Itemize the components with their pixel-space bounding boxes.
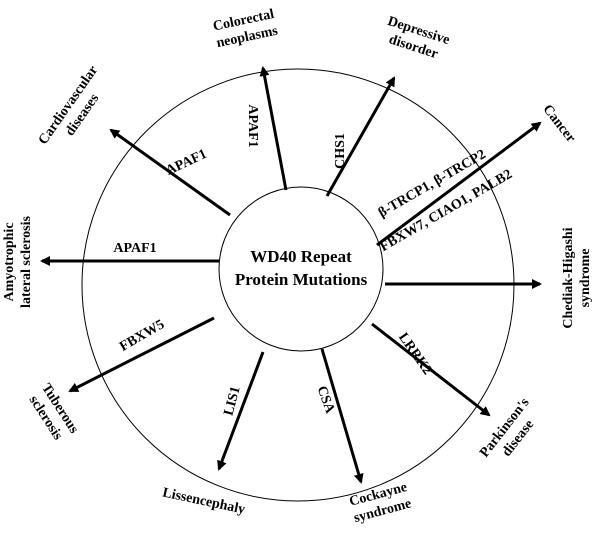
center-title-line2: Protein Mutations (235, 270, 368, 289)
disease-colorectal: Colorectal neoplasms (212, 7, 280, 51)
gene-label-colorectal: APAF1 (245, 104, 260, 147)
disease-depressive: Depressive disorder (386, 14, 452, 62)
arrow-colorectal (259, 66, 288, 191)
disease-amyotrophic-line2: lateral sclerosis (19, 216, 34, 308)
disease-amyotrophic-line1: Amyotrophic (2, 222, 17, 301)
arrow-lissencephaly (217, 351, 265, 471)
gene-label-cardiovascular: APAF1 (164, 147, 210, 179)
disease-amyotrophic: Amyotrophic lateral sclerosis (2, 216, 34, 308)
disease-chediak-line1: Chediak-Higashi (561, 227, 576, 328)
gene-label-parkinsons: LRRK2 (395, 330, 435, 377)
gene-label-amyotrophic: APAF1 (113, 241, 156, 256)
center-title-line1: WD40 Repeat (250, 247, 352, 266)
arrow-depressive (325, 76, 396, 197)
gene-label-tuberous: FBXW5 (117, 317, 167, 354)
disease-lissencephaly-line1: Lissencephaly (161, 486, 246, 518)
disease-cockayne: Cockayne syndrome (348, 480, 413, 526)
arrow-tuberous (68, 316, 215, 393)
disease-cardiovascular: Cardiovascular diseases (36, 63, 103, 147)
disease-chediak-line2: syndrome (578, 249, 593, 308)
disease-cancer: Cancer (539, 102, 578, 146)
center-circle (218, 186, 384, 352)
disease-chediak: Chediak-Higashi syndrome (561, 227, 593, 328)
disease-lissencephaly: Lissencephaly (161, 486, 246, 518)
disease-cancer-line1: Cancer (539, 102, 578, 146)
arrow-parkinsons (371, 322, 491, 417)
gene-label-lissencephaly: LIS1 (222, 385, 244, 417)
arrows (40, 66, 542, 484)
disease-parkinsons: Parkinson's disease (477, 395, 537, 460)
arrow-cancer (376, 121, 542, 247)
arrow-cockayne (320, 348, 364, 484)
gene-label-depressive: CHS1 (333, 133, 348, 169)
arrow-cardiovascular (109, 128, 231, 217)
